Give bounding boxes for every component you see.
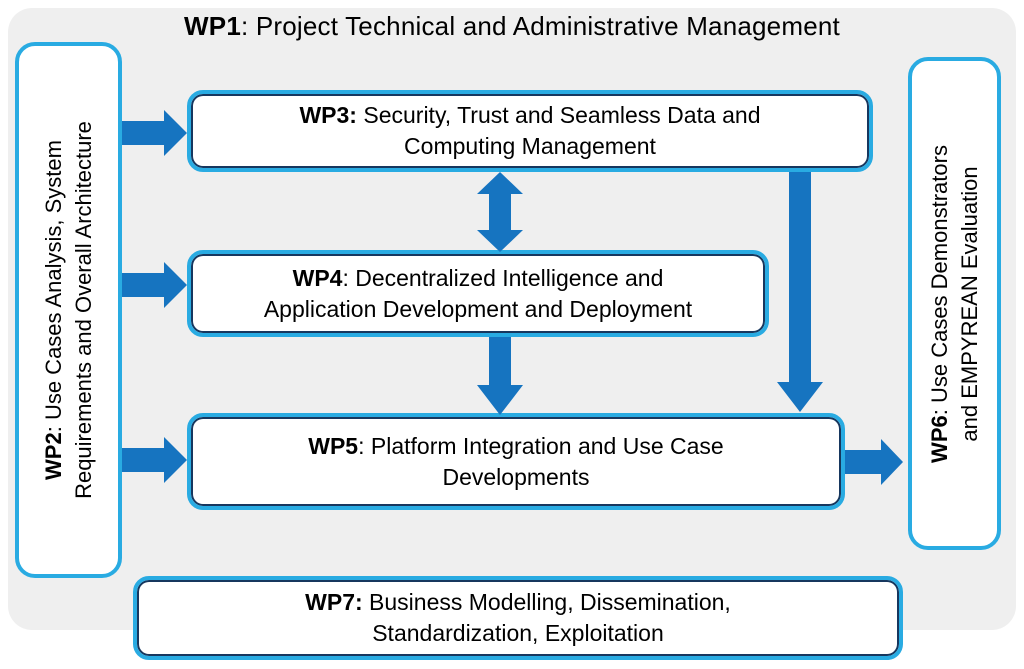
wp4-label-bold: WP4 [292, 264, 343, 291]
wp3-label-line1: Security, Trust and Seamless Data and [356, 102, 761, 128]
arrow-wp3-wp4-bidirectional-icon [477, 172, 523, 252]
arrow-wp5-to-wp6-icon [845, 439, 903, 485]
wp7-label-line1: Business Modelling, Dissemination, [362, 589, 731, 615]
wp5-label: WP5: Platform Integration and Use Case D… [308, 431, 723, 493]
wp5-label-line1: : Platform Integration and Use Case [358, 432, 724, 459]
arrow-wp2-to-wp5-icon [122, 437, 187, 483]
wp4-label-line1: : Decentralized Intelligence and [342, 264, 664, 291]
wp4-label: WP4: Decentralized Intelligence and Appl… [264, 263, 692, 325]
arrow-wp4-to-wp5-icon [477, 337, 523, 415]
wp2-box: WP2: Use Cases Analysis, System Requirem… [15, 42, 122, 578]
wp1-title: WP1: Project Technical and Administrativ… [8, 11, 1016, 42]
wp2-label-bold: WP2 [40, 432, 66, 480]
wp1-title-bold: WP1 [184, 11, 241, 41]
wp2-label-line2: Requirements and Overall Architecture [70, 121, 96, 499]
wp6-box: WP6: Use Cases Demonstrators and EMPYREA… [908, 57, 1001, 550]
wp7-label-line2: Standardization, Exploitation [372, 620, 664, 646]
wp6-label-line2: and EMPYREAN Evaluation [956, 165, 982, 442]
wp2-label: WP2: Use Cases Analysis, System Requirem… [39, 121, 99, 499]
wp7-label-bold: WP7: [305, 589, 363, 615]
wp7-box: WP7: Business Modelling, Dissemination, … [133, 576, 903, 660]
wp4-label-line2: Application Development and Deployment [263, 295, 693, 322]
wp5-box: WP5: Platform Integration and Use Case D… [187, 413, 845, 510]
wp1-title-text: : Project Technical and Administrative M… [240, 11, 840, 41]
arrow-wp3-to-wp5-icon [777, 172, 823, 412]
wp5-label-bold: WP5 [308, 432, 359, 459]
wp3-label-bold: WP3: [299, 102, 357, 128]
wp6-label-line1: : Use Cases Demonstrators [926, 144, 952, 415]
wp3-label-line2: Computing Management [404, 133, 656, 159]
wp3-label: WP3: Security, Trust and Seamless Data a… [299, 100, 760, 162]
arrow-wp2-to-wp4-icon [122, 262, 187, 308]
wp6-label: WP6: Use Cases Demonstrators and EMPYREA… [925, 145, 985, 463]
wp7-label: WP7: Business Modelling, Dissemination, … [305, 587, 731, 649]
wp3-box: WP3: Security, Trust and Seamless Data a… [187, 90, 873, 172]
arrow-wp2-to-wp3-icon [122, 110, 187, 156]
wp4-box: WP4: Decentralized Intelligence and Appl… [187, 250, 769, 337]
wp6-label-bold: WP6 [926, 414, 952, 463]
wp2-label-line1: : Use Cases Analysis, System [40, 140, 66, 433]
wp5-label-line2: Developments [442, 463, 590, 490]
